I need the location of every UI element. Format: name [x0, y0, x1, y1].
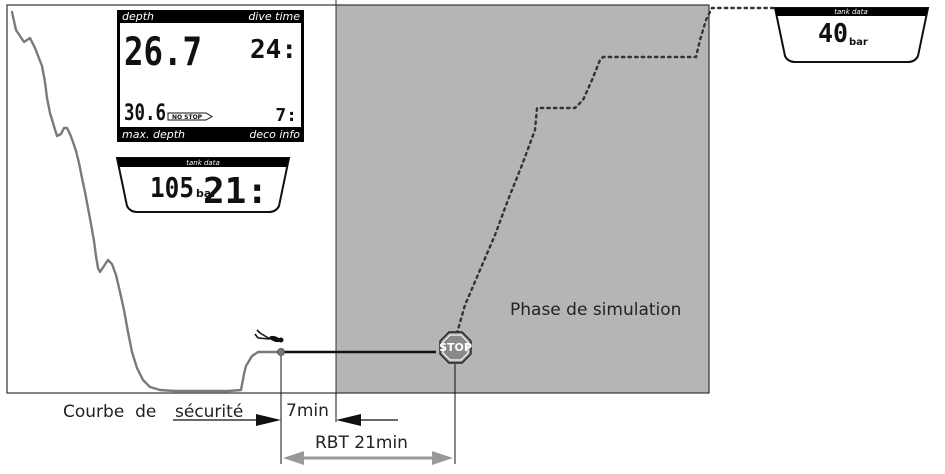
chart-frame — [6, 4, 710, 394]
tank-1-unit: bar — [196, 187, 217, 200]
dotted-ascent-path — [453, 6, 778, 342]
tank-2-header: tank data — [834, 8, 868, 16]
safety-word: sécurité — [175, 402, 243, 422]
stop-sign: STOP — [439, 331, 472, 364]
time-7min-label: 7min — [286, 401, 329, 421]
depth-label: depth — [122, 10, 154, 23]
tank-display-1: tank data 105 bar 21: — [115, 157, 291, 213]
dive-time-value: 24: — [250, 35, 297, 65]
deco-value: 7: — [275, 105, 297, 126]
max-depth-label: max. depth — [122, 128, 185, 141]
rbt-arrow-right-head — [432, 451, 453, 465]
tank-display-2: tank data 40 bar — [773, 7, 930, 63]
tank-1-pressure: 105 — [150, 171, 194, 204]
deco-info-label: deco info — [249, 128, 300, 141]
simulation-area — [335, 4, 710, 394]
dive-time-label: dive time — [248, 10, 300, 23]
depth-value: 26.7 — [124, 30, 202, 75]
dive-profile-curve — [10, 10, 283, 393]
main-lcd-display: depth dive time 26.7 24: 30.6 NO STOP 7:… — [117, 10, 304, 142]
diver-icon — [254, 329, 284, 343]
arrow-7min-left-head — [256, 414, 281, 426]
rbt-arrow-left-head — [283, 451, 304, 465]
tank-1-header: tank data — [186, 159, 220, 167]
stop-sign-text: STOP — [439, 341, 472, 354]
tank-2-pressure: 40 — [818, 19, 848, 49]
tank-1-rbt-value: 21: — [203, 171, 268, 212]
diver-position-dot — [277, 348, 285, 356]
phase-label: Phase de simulation — [510, 300, 681, 320]
max-depth-value: 30.6 — [124, 101, 166, 126]
tank-2-unit: bar — [849, 37, 868, 48]
rbt-label: RBT 21min — [315, 433, 408, 453]
no-stop-indicator: NO STOP — [167, 112, 213, 121]
arrow-7min-right-head — [336, 414, 361, 426]
no-stop-label: NO STOP — [172, 114, 203, 121]
